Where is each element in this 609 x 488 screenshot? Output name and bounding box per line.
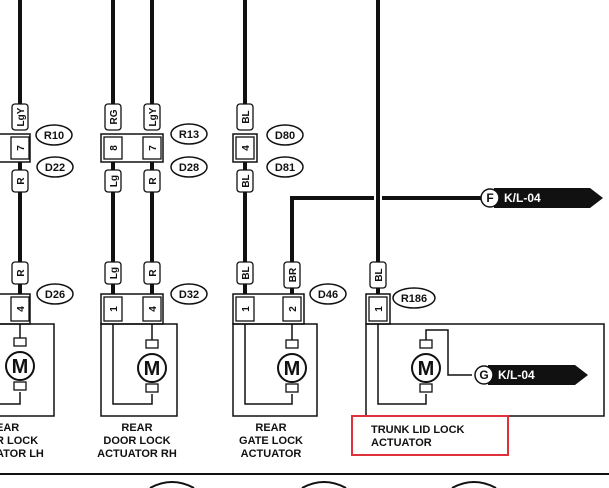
component-rh-line-2: DOOR LOCK [103, 435, 170, 447]
motor-trunk: M [411, 339, 441, 393]
pin-r10: 7 [16, 145, 27, 151]
ref-arrow-f-label: K/L-04 [504, 191, 541, 205]
connector-d32: D32 [179, 289, 199, 301]
ref-arrow-g: G K/L-04 [474, 365, 588, 385]
motor-lh-circle [5, 351, 35, 381]
trunk-label-highlight [351, 415, 509, 456]
pin-d32-left: 1 [109, 306, 120, 312]
wire-label-trunk-actuator: BL [374, 268, 385, 281]
ref-arrow-g-label: K/L-04 [498, 368, 535, 382]
actuator-pin-cells [10, 296, 388, 322]
component-trunk-line-2: ACTUATOR [371, 437, 432, 449]
component-rh-line-3: ACTUATOR RH [97, 448, 177, 460]
motor-trunk-symbol: M [418, 358, 435, 380]
upper-pin-labels: 7 8 7 4 [16, 145, 252, 151]
wire-label-gate-actuator-right: BR [288, 267, 299, 282]
pin-r186: 1 [374, 306, 385, 312]
connector-ovals [35, 123, 436, 309]
upper-pin-cells [10, 136, 255, 160]
component-label-trunk: TRUNK LID LOCK ACTUATOR [371, 424, 465, 449]
motor-gate-symbol: M [284, 358, 301, 380]
actuator-pin-labels: 4 1 4 1 2 1 [16, 306, 385, 312]
pin-d80: 4 [241, 145, 252, 151]
wire-label-lh-actuator: R [16, 269, 27, 277]
wire-label-rh-lower-left: Lg [109, 175, 120, 187]
wire-color-labels: LgY RG LgY BL R Lg R BL R Lg R BL BR BL [16, 107, 385, 282]
wire-gate-br [290, 196, 485, 298]
connector-r10: R10 [44, 130, 64, 142]
motors: M M M M [5, 337, 441, 393]
wire-label-rh-upper-right: LgY [148, 107, 159, 126]
component-lh-line-1: EAR [0, 422, 19, 434]
component-lh-line-2: R LOCK [0, 435, 38, 447]
wire-label-gate-upper: BL [241, 110, 252, 123]
actuator-inner-wiring [0, 324, 472, 405]
ref-arrow-f-letter: F [486, 191, 493, 205]
connector-d22: D22 [45, 162, 65, 174]
motor-rh-symbol: M [144, 358, 161, 380]
component-gate-line-2: GATE LOCK [239, 435, 303, 447]
connector-labels: R10 D22 R13 D28 D80 D81 D26 D32 D46 R186 [44, 129, 427, 305]
component-lh-line-3: ATOR LH [0, 448, 44, 460]
pin-d46-right: 2 [288, 306, 299, 312]
wire-label-gate-actuator-left: BL [241, 266, 252, 279]
component-rh-line-1: REAR [121, 422, 152, 434]
connector-d26: D26 [45, 289, 65, 301]
ref-arrow-f-body [494, 188, 603, 208]
ref-arrow-g-letter: G [479, 368, 488, 382]
wire-label-lh-lower: R [16, 177, 27, 185]
component-label-gate: REAR GATE LOCK ACTUATOR [239, 422, 303, 460]
motor-gate: M [277, 339, 307, 393]
connector-d46: D46 [318, 289, 338, 301]
bottom-partial-arcs [149, 481, 497, 488]
wire-label-rh-upper-left: RG [109, 109, 120, 124]
motor-trunk-circle [411, 353, 441, 383]
component-gate-line-3: ACTUATOR [241, 448, 302, 460]
pin-r13-right: 7 [148, 145, 159, 151]
pin-d46-left: 1 [241, 306, 252, 312]
ref-arrow-f: F K/L-04 [480, 188, 603, 208]
motor-rh-circle [137, 353, 167, 383]
wire-label-boxes [11, 103, 387, 289]
pin-d26: 4 [16, 306, 27, 312]
ref-arrow-g-circle [474, 365, 494, 385]
connector-d81: D81 [275, 162, 295, 174]
component-label-rh: REAR DOOR LOCK ACTUATOR RH [97, 422, 177, 460]
motor-lh-symbol: M [12, 356, 29, 378]
component-trunk-line-1: TRUNK LID LOCK [371, 424, 465, 436]
wire-label-rh-actuator-right: R [148, 269, 159, 277]
connector-r186: R186 [401, 293, 427, 305]
ref-arrow-g-body [488, 365, 588, 385]
connector-r13: R13 [179, 129, 199, 141]
connector-d80: D80 [275, 130, 295, 142]
ref-arrow-f-circle [480, 188, 500, 208]
pin-r13-left: 8 [109, 145, 120, 151]
component-label-lh: EAR R LOCK ATOR LH [0, 422, 44, 460]
connector-d28: D28 [179, 162, 199, 174]
wire-label-rh-lower-right: R [148, 177, 159, 185]
motor-gate-circle [277, 353, 307, 383]
motor-lh: M [5, 337, 35, 391]
wire-label-gate-lower: BL [241, 174, 252, 187]
component-gate-line-1: REAR [255, 422, 286, 434]
wire-label-lh-upper: LgY [16, 107, 27, 126]
motor-rh: M [137, 339, 167, 393]
pin-d32-right: 4 [148, 306, 159, 312]
wire-label-rh-actuator-left: Lg [109, 267, 120, 279]
